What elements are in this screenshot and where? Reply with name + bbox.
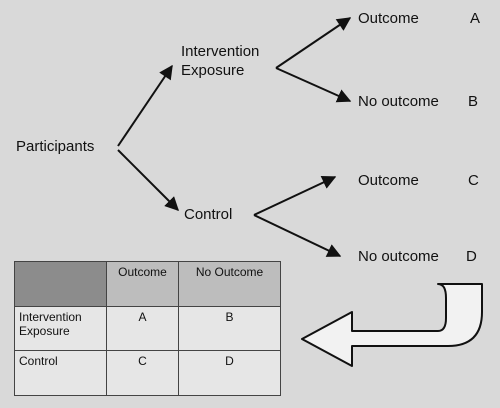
node-intervention-line1: Intervention [181,43,260,60]
table-row-label-intervention: Intervention Exposure [14,305,107,352]
arrow-intervention-to-no-outcome [275,67,352,103]
node-intervention-line2: Exposure [181,62,245,79]
curved-arrow-to-table [301,283,483,367]
arrow-participants-to-intervention [117,64,173,147]
arrow-control-to-outcome [253,176,337,216]
letter-c: C [468,172,479,189]
letter-a: A [470,10,481,27]
arrow-participants-to-control [117,149,179,211]
letter-d: D [466,248,477,265]
node-control: Control [184,206,233,223]
table-cell-c: C [106,350,179,396]
node-no-outcome-b: No outcome [358,93,439,110]
node-outcome-c: Outcome [358,172,419,189]
table-header-no-outcome: No Outcome [178,261,281,307]
node-outcome-a: Outcome [358,10,419,27]
arrow-intervention-to-outcome [275,17,352,69]
table-header-outcome: Outcome [106,261,179,307]
letter-b: B [468,93,479,110]
table-cell-d: D [178,350,281,396]
arrow-control-to-no-outcome [253,214,342,257]
table-row-label-control: Control [14,350,107,396]
node-participants: Participants [16,138,95,155]
node-no-outcome-d: No outcome [358,248,439,265]
table-cell-b: B [178,305,281,352]
table-cell-a: A [106,305,179,352]
table-corner-cell [14,261,107,307]
two-by-two-table: Outcome No Outcome Intervention Exposure… [14,261,281,396]
